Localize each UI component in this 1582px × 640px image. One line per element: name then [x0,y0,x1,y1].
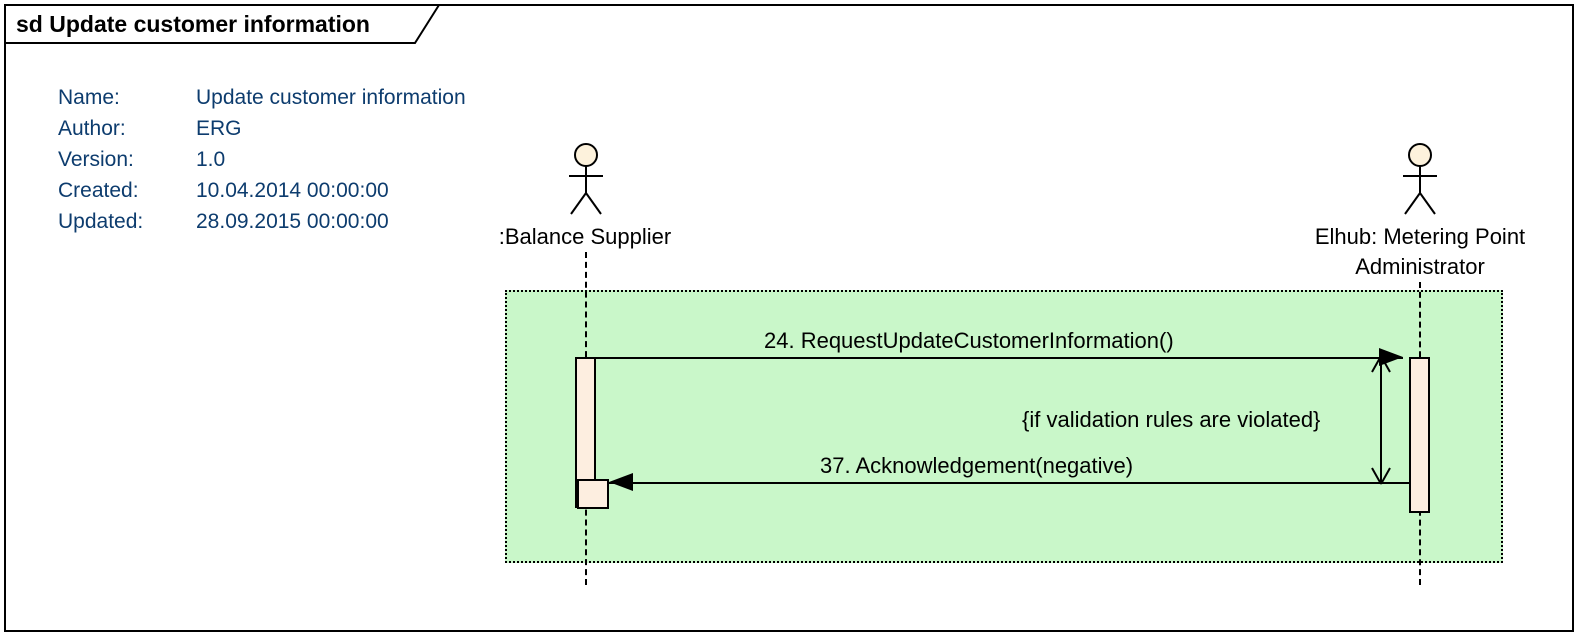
metadata-value-created: 10.04.2014 00:00:00 [196,178,389,202]
metadata-label-version: Version: [58,147,134,171]
message-label-24: 24. RequestUpdateCustomerInformation() [764,328,1174,353]
diagram-frame [4,4,1574,632]
metadata-row-updated: Updated: 28.09.2015 00:00:00 [58,206,466,237]
message-arrowhead-24 [1379,348,1403,366]
actor-balance-supplier[interactable] [560,143,612,215]
diagram-title: sd Update customer information [16,11,370,37]
metadata-value-name: Update customer information [196,85,466,109]
metadata-label-created: Created: [58,178,139,202]
message-line-24 [585,357,1403,359]
metadata-value-author: ERG [196,116,242,140]
metadata-value-updated: 28.09.2015 00:00:00 [196,209,389,233]
actor-label-elhub-line2: Administrator [1355,254,1485,279]
message-label-37: 37. Acknowledgement(negative) [820,453,1134,478]
diagram-metadata: Name: Update customer information Author… [58,82,466,237]
constraint-label-validation-guard: {if validation rules are violated} [1022,407,1321,432]
metadata-label-name: Name: [58,85,120,109]
message-arrowhead-37 [609,473,633,491]
actor-elhub-metering-point-administrator[interactable] [1394,143,1446,215]
interaction-fragment-region [505,290,1503,563]
metadata-label-updated: Updated: [58,209,144,233]
diagram-title-tab: sd Update customer information [4,4,440,44]
message-line-37 [609,482,1409,484]
metadata-row-author: Author: ERG [58,113,466,144]
activation-bar-elhub-mpa [1409,357,1430,513]
actor-label-balance-supplier: :Balance Supplier [498,224,672,249]
duration-constraint-arrow [1371,355,1391,485]
actor-label-elhub-line1: Elhub: Metering Point [1314,224,1526,249]
metadata-row-version: Version: 1.0 [58,144,466,175]
metadata-row-name: Name: Update customer information [58,82,466,113]
metadata-label-author: Author: [58,116,126,140]
metadata-value-version: 1.0 [196,147,226,171]
activation-bar-balance-supplier-nested [577,479,609,509]
metadata-row-created: Created: 10.04.2014 00:00:00 [58,175,466,206]
